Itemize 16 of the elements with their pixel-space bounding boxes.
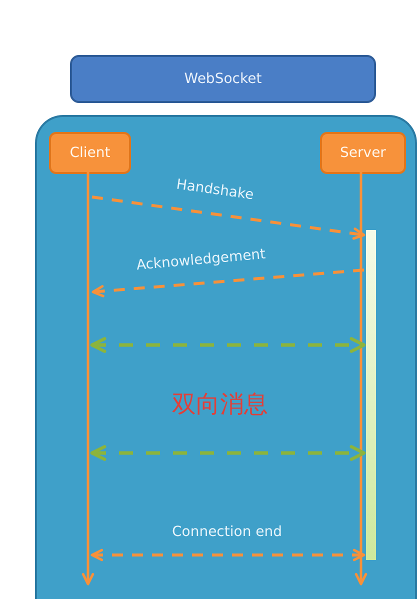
participant-header: Server: [320, 132, 406, 174]
message-arrow: [90, 337, 366, 353]
edge-label: Handshake: [175, 176, 255, 204]
lifeline-arrow: [354, 172, 368, 586]
edge-label: Acknowledgement: [136, 246, 266, 274]
participant-header: Client: [49, 132, 131, 174]
lifeline-arrow: [82, 172, 94, 586]
edge-label: Connection end: [172, 524, 282, 540]
annotation-text: 双向消息: [172, 391, 268, 419]
message-arrow: [90, 445, 366, 461]
header-banner: WebSocket: [70, 55, 376, 103]
activation-bar: [366, 230, 376, 560]
message-arrow: [92, 268, 364, 298]
message-arrow: [90, 548, 366, 562]
diagram-panel: [35, 115, 417, 599]
message-arrow: [92, 196, 366, 240]
